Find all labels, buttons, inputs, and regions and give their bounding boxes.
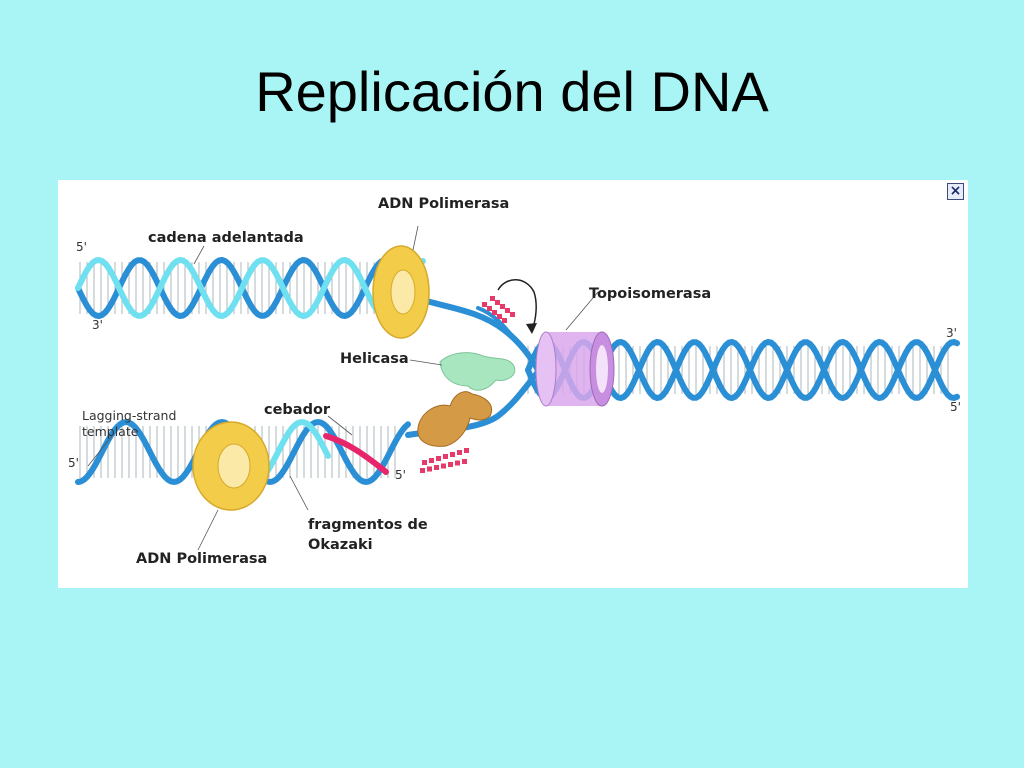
dot-bottom-a [462, 459, 467, 464]
polymerase-ring-top [372, 245, 430, 339]
dna-diagram [75, 225, 960, 551]
close-icon[interactable]: × [947, 183, 964, 200]
label-lagging-strand-line1: Lagging-strand [82, 408, 177, 423]
dot-top-b [510, 312, 515, 317]
dot-bottom-a [448, 462, 453, 467]
fork-upper-arm [413, 295, 541, 373]
dot-top-b [505, 308, 510, 313]
label-adn-polimerasa-bottom: ADN Polimerasa [136, 551, 268, 567]
topoisomerase-shape [535, 331, 615, 407]
end-right-3: 3' [946, 326, 957, 340]
label-fragmentos-line1: fragmentos de [308, 517, 428, 533]
dot-bottom-b [429, 458, 434, 463]
dot-bottom-a [441, 463, 446, 469]
dot-top-a [502, 318, 507, 323]
dot-bottom-a [434, 465, 439, 470]
dot-bottom-a [420, 468, 425, 473]
end-bottom-left-5: 5' [68, 456, 79, 470]
dot-top-a [497, 314, 502, 319]
leader-lines [87, 225, 599, 551]
dot-bottom-b [457, 450, 462, 455]
dot-bottom-b [464, 448, 469, 453]
end-primer-5: 5' [395, 468, 406, 482]
rotation-arrow-head [526, 323, 537, 334]
slide-title: Replicación del DNA [255, 60, 769, 123]
dot-top-b [490, 296, 495, 301]
dot-top-a [482, 302, 487, 307]
label-helicasa: Helicasa [340, 351, 409, 367]
dot-bottom-a [427, 466, 432, 472]
dot-bottom-a [455, 460, 460, 466]
end-right-5: 5' [950, 400, 961, 414]
nucleotide-dots [420, 296, 515, 473]
dot-top-a [487, 306, 492, 311]
dot-top-a [492, 310, 497, 315]
label-topoisomerasa: Topoisomerasa [589, 286, 712, 302]
primase-shape [417, 391, 492, 447]
label-lagging-strand-line2: template [82, 424, 139, 439]
label-fragmentos-line2: Okazaki [308, 537, 373, 553]
rotation-arrow [497, 279, 537, 331]
dot-top-b [500, 304, 505, 309]
end-top-left-5: 5' [76, 240, 87, 254]
dot-bottom-b [436, 456, 441, 461]
end-top-left-3: 3' [92, 318, 103, 332]
fork-upper-arm-inner [476, 306, 516, 340]
dot-bottom-b [443, 454, 448, 459]
polymerase-ring-bottom [192, 421, 270, 511]
strand-top-light [75, 256, 426, 320]
label-cadena-adelantada: cadena adelantada [148, 230, 304, 246]
dot-bottom-b [450, 452, 455, 457]
dna-replication-figure: × ADN Polimerasa cadena adelantada Topoi… [58, 180, 968, 588]
primer-segment [323, 433, 389, 475]
label-cebador: cebador [264, 402, 331, 418]
dot-top-b [495, 300, 500, 305]
helicase-shape [439, 352, 516, 391]
dot-bottom-b [422, 460, 427, 465]
label-adn-polimerasa-top: ADN Polimerasa [378, 196, 510, 212]
